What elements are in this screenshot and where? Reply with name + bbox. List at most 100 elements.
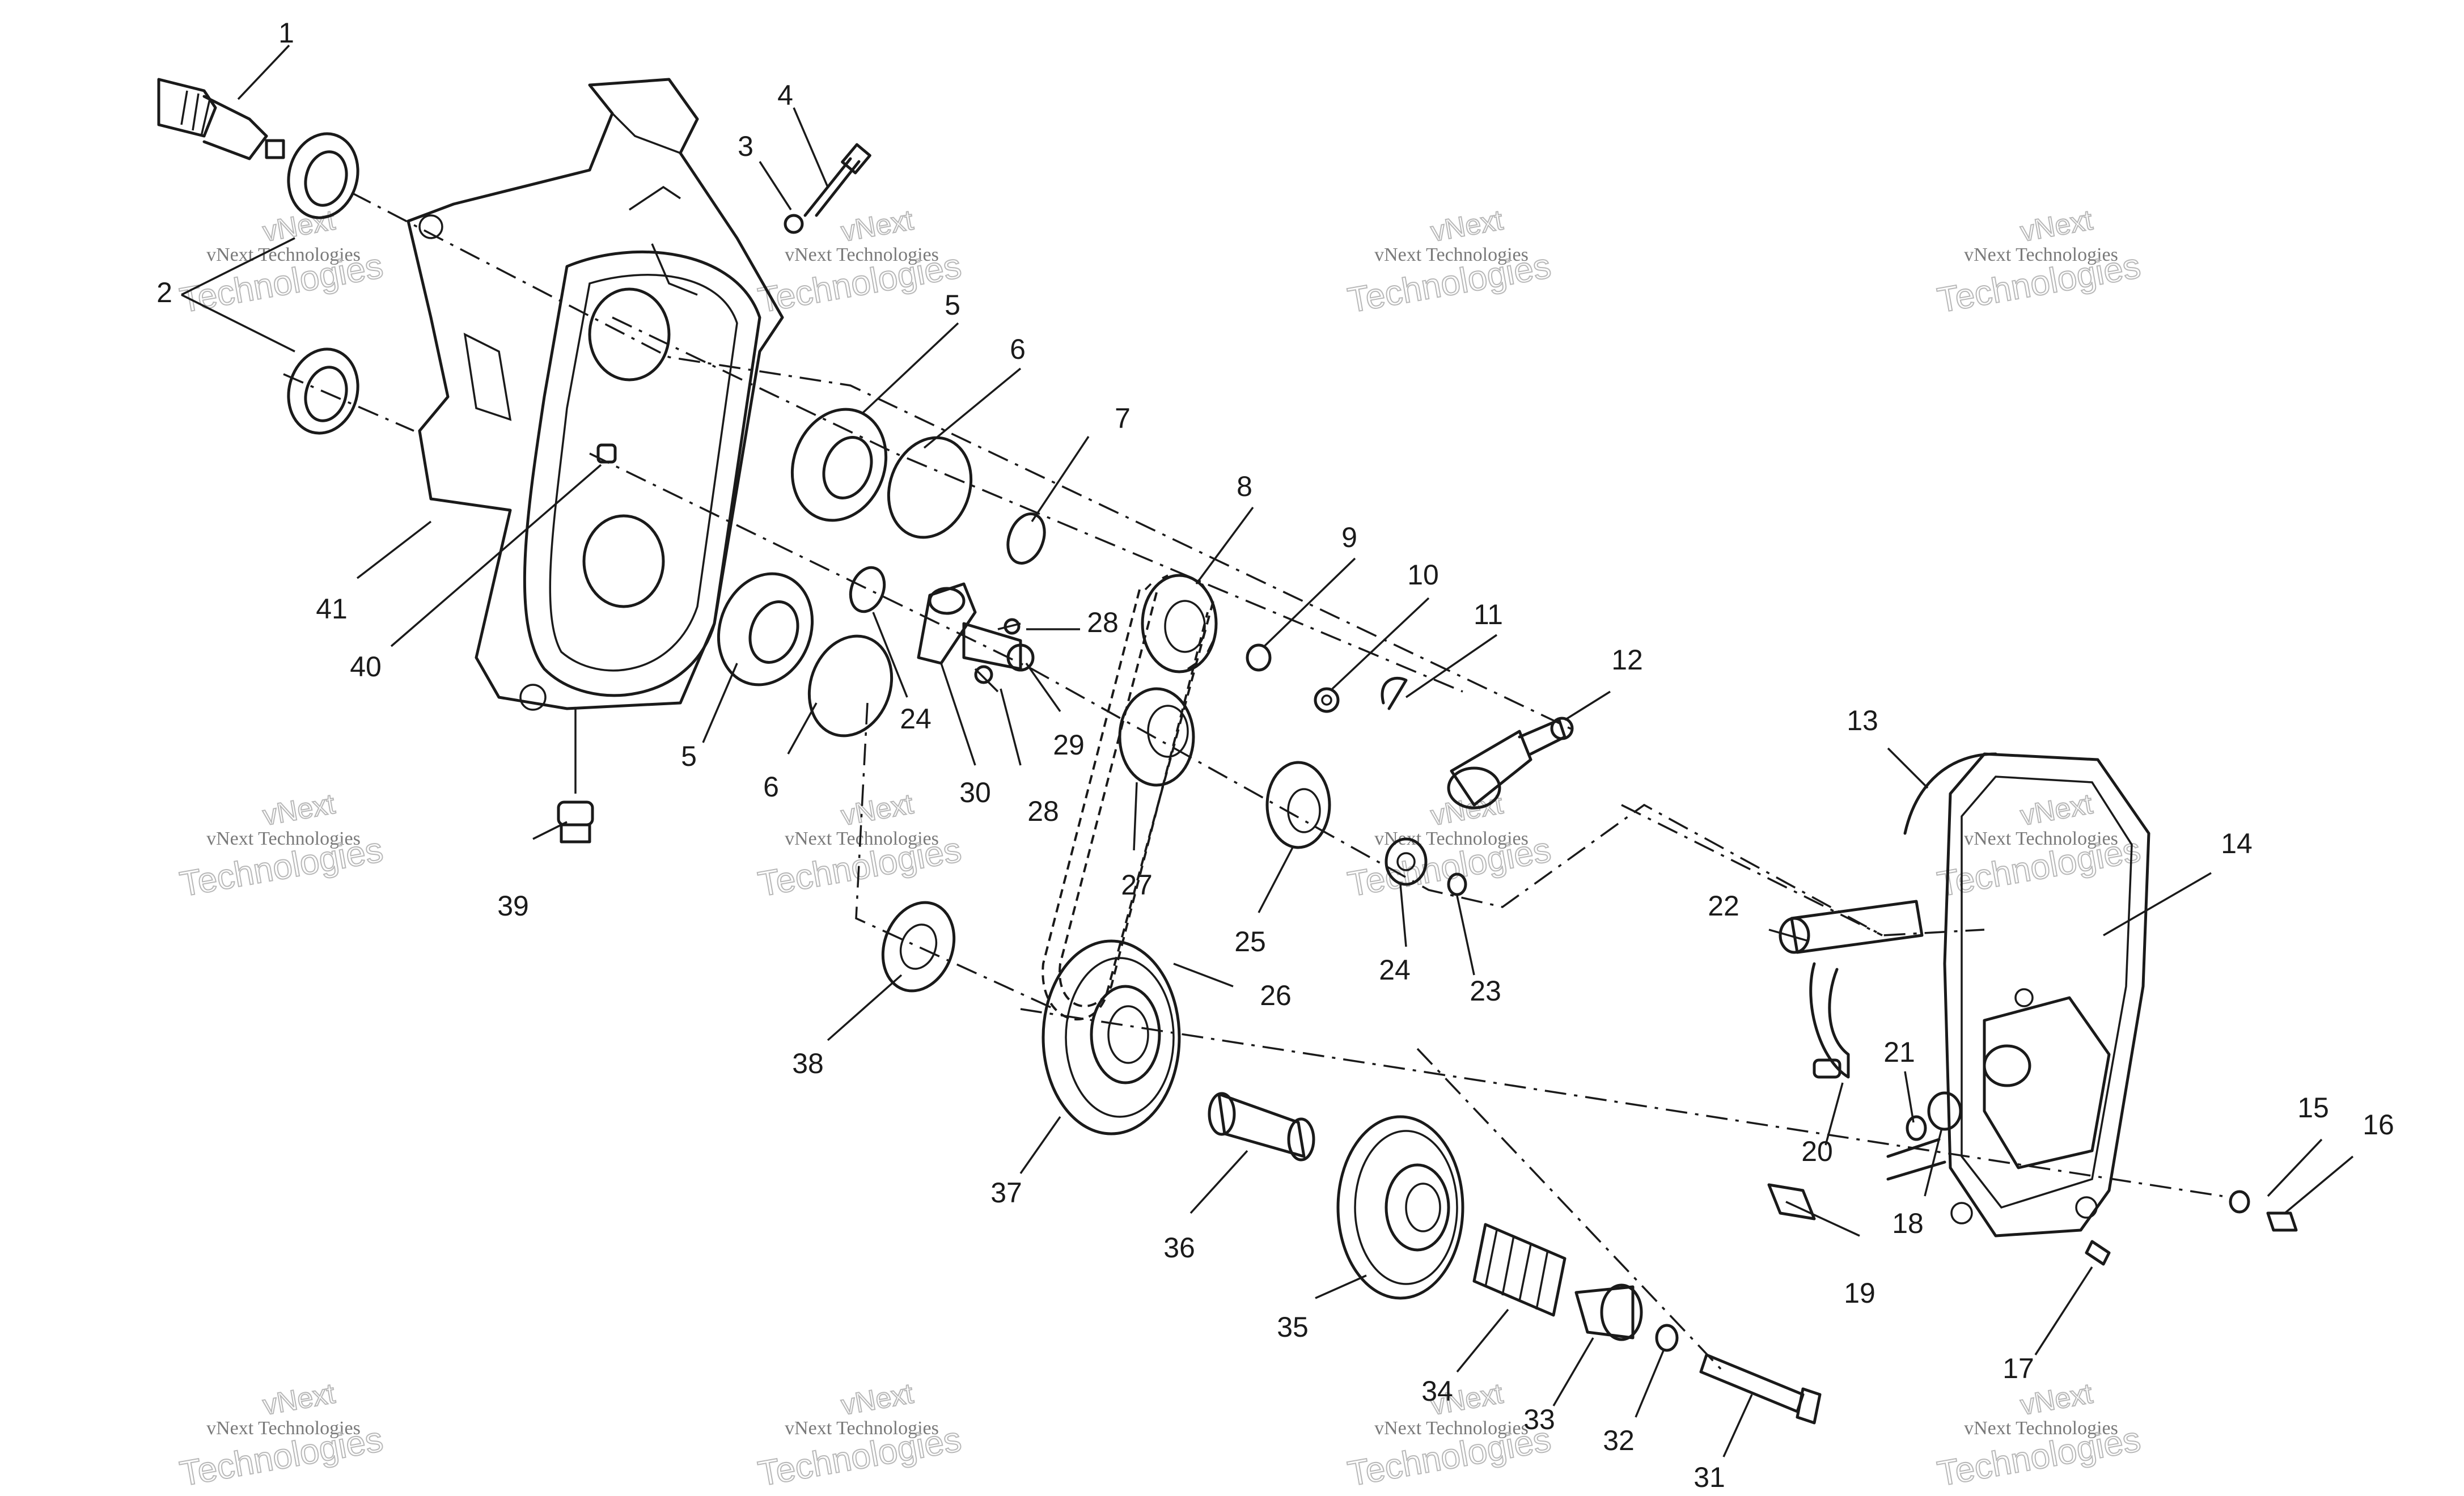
label-7: 7 [1115,402,1131,434]
label-27: 27 [1121,869,1153,901]
label-35: 35 [1277,1311,1309,1343]
svg-text:vNext Technologies: vNext Technologies [206,828,361,849]
label-17: 17 [2002,1353,2034,1384]
label-24-left: 24 [900,703,932,735]
shift-lever [1447,717,1574,810]
svg-text:vNext Technologies: vNext Technologies [785,828,939,849]
label-22: 22 [1708,890,1739,922]
label-3: 3 [738,130,753,162]
drive-gear [1265,761,1331,849]
svg-text:vNext: vNext [839,788,916,832]
label-6-upper: 6 [1010,333,1026,365]
label-36: 36 [1163,1232,1195,1264]
label-1: 1 [278,17,294,49]
label-29: 29 [1053,729,1085,761]
label-4: 4 [777,79,793,111]
label-15: 15 [2297,1092,2329,1124]
svg-text:vNext: vNext [2018,204,2095,248]
label-5-lower: 5 [681,740,697,772]
label-30: 30 [959,777,991,808]
drain-plug [557,800,594,844]
svg-text:vNext: vNext [839,204,916,248]
svg-text:vNext: vNext [1428,204,1505,248]
label-39: 39 [497,890,529,922]
left-gear-housing [407,78,784,711]
label-31: 31 [1694,1461,1725,1493]
snap-rings [807,436,973,738]
leader-lines [181,44,2354,1457]
label-14: 14 [2221,828,2253,859]
label-24-right: 24 [1379,954,1411,986]
svg-text:vNext: vNext [839,1378,916,1421]
label-5-upper: 5 [945,289,960,321]
label-12: 12 [1611,644,1643,676]
label-34: 34 [1421,1375,1453,1407]
spring [1472,1223,1567,1317]
label-26: 26 [1260,980,1292,1011]
washers [849,512,1467,896]
spacer-washer [881,901,956,993]
cotter-pin-nut-washer [1246,643,1408,713]
svg-text:vNext Technologies: vNext Technologies [1964,828,2118,849]
label-21: 21 [1883,1036,1915,1068]
svg-text:vNext: vNext [260,788,337,832]
drive-chain [1042,589,1214,1021]
svg-text:vNext Technologies: vNext Technologies [1964,1418,2118,1439]
label-16: 16 [2363,1109,2394,1141]
label-19: 19 [1844,1277,1875,1309]
lower-sprocket [1118,687,1195,787]
splined-shaft [1208,1092,1315,1162]
label-40: 40 [350,651,382,683]
large-gear [1042,939,1181,1135]
svg-text:vNext: vNext [2018,788,2095,832]
input-shaft [157,78,285,160]
label-28-lower: 28 [1027,795,1059,827]
label-11: 11 [1474,599,1503,630]
label-20: 20 [1801,1135,1833,1167]
label-28-upper: 28 [1087,607,1119,638]
svg-text:vNext Technologies: vNext Technologies [785,1418,939,1439]
label-37: 37 [990,1177,1022,1209]
label-8: 8 [1237,471,1252,502]
svg-text:vNext Technologies: vNext Technologies [1374,1418,1529,1439]
svg-text:vNext Technologies: vNext Technologies [1374,244,1529,265]
label-38: 38 [792,1048,824,1079]
label-9: 9 [1341,522,1357,553]
svg-text:vNext Technologies: vNext Technologies [206,1418,361,1439]
label-23: 23 [1470,975,1501,1007]
dowel-pin [596,443,617,464]
label-10: 10 [1407,559,1439,591]
svg-text:vNext Technologies: vNext Technologies [785,244,939,265]
shift-fork [1779,900,1924,1079]
small-washer [1655,1324,1679,1352]
label-6-lower: 6 [763,771,779,803]
label-25: 25 [1234,926,1266,957]
guide-pin [1813,1058,1841,1079]
cover-bolts [2085,1190,2298,1266]
label-18: 18 [1892,1207,1924,1239]
svg-text:vNext Technologies: vNext Technologies [206,244,361,265]
ring-gear [1903,752,1997,835]
label-32: 32 [1603,1425,1635,1456]
cone-clutch [1574,1283,1643,1341]
chain-tensioner [917,582,1035,693]
svg-text:vNext Technologies: vNext Technologies [1964,244,2118,265]
right-cover [1943,752,2150,1238]
label-41: 41 [316,593,348,625]
assembly-lines [283,192,2223,1373]
label-2: 2 [156,277,172,308]
label-13: 13 [1847,705,1878,736]
shift-rod [1767,1138,1946,1220]
part-labels: 1 2 3 4 5 6 7 8 9 10 11 12 13 14 15 16 1… [156,17,2394,1493]
oil-seals [287,132,359,435]
bearings [717,408,888,686]
